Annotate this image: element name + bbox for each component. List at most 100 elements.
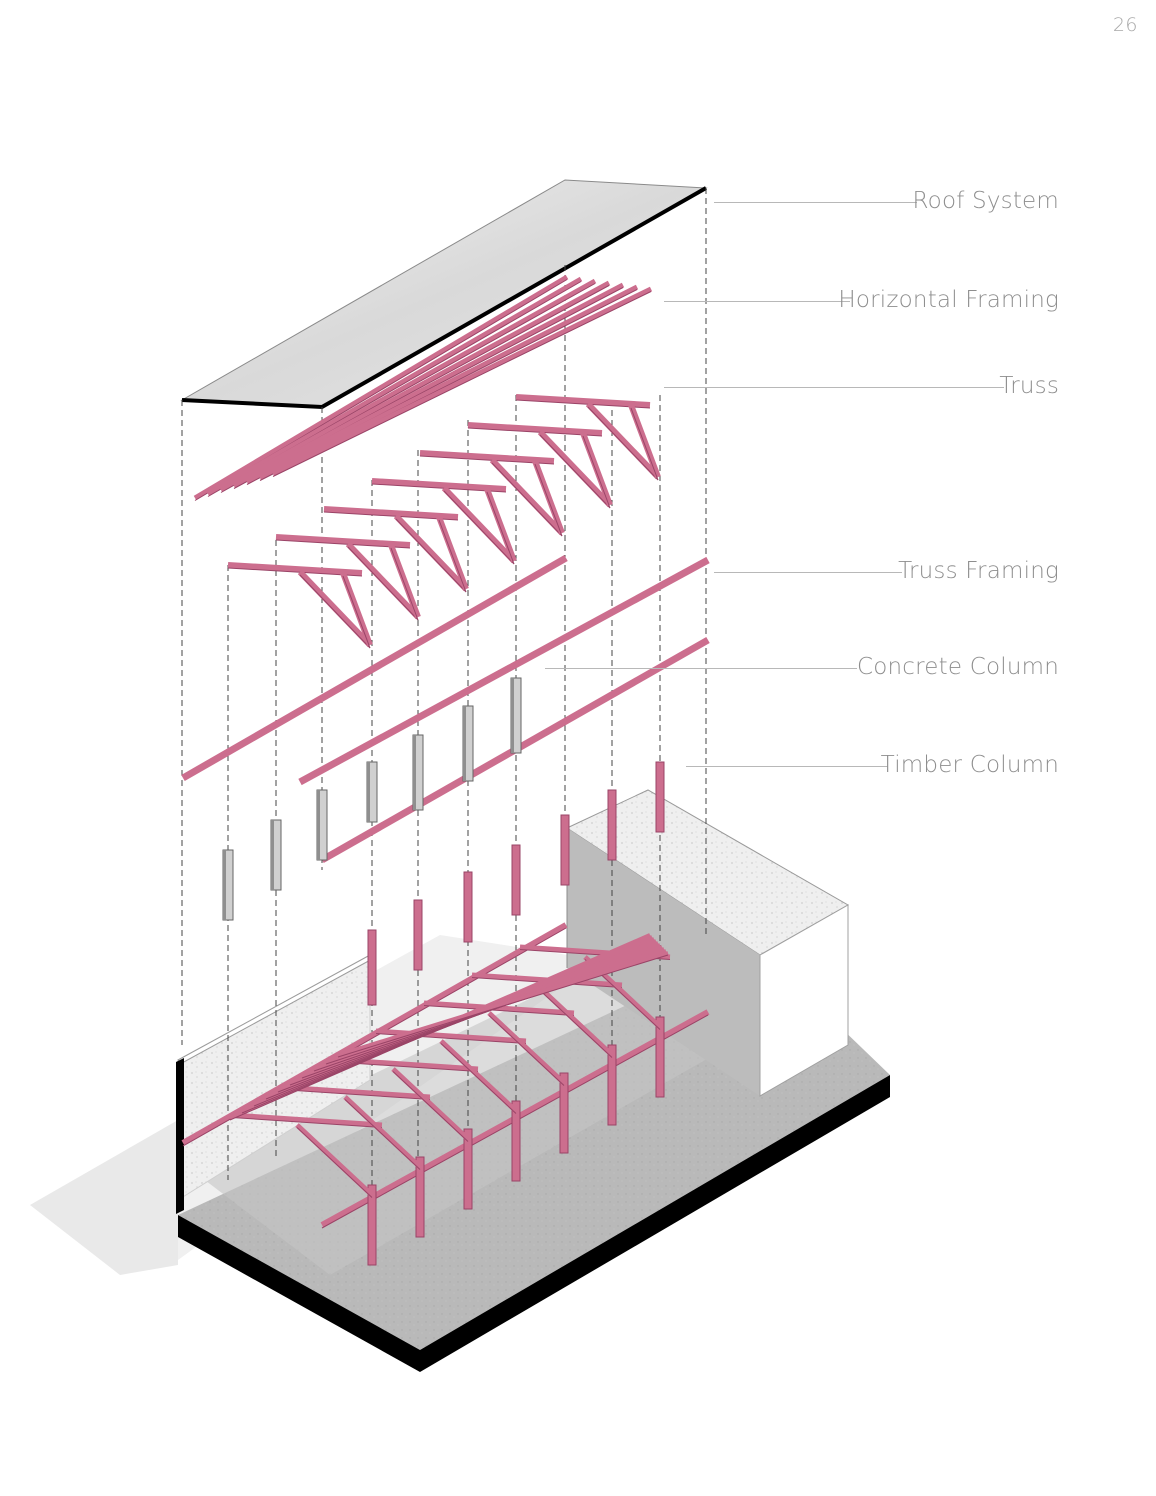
assembled-diagonal-3-edge bbox=[440, 1043, 517, 1114]
truss-diagonal-5-edge bbox=[539, 434, 611, 509]
assembled-diagonal-2-edge bbox=[392, 1071, 469, 1142]
leader-roof-system bbox=[714, 202, 917, 203]
truss-strut-0 bbox=[340, 571, 373, 647]
label-horizontal-framing: Horizontal Framing bbox=[838, 287, 1059, 313]
concrete-column-shade-1 bbox=[271, 820, 274, 890]
truss-top-chord-5-edge bbox=[467, 427, 603, 437]
truss-diagonal-0-edge bbox=[299, 574, 371, 649]
assembled-column-1 bbox=[415, 1156, 425, 1238]
leader-truss-framing bbox=[714, 572, 902, 573]
truss-strut-4-edge bbox=[534, 463, 563, 537]
truss-diagonal-6 bbox=[585, 401, 661, 480]
concrete-column-shade-6 bbox=[511, 678, 514, 753]
purlin-0 bbox=[193, 274, 569, 501]
assembled-diagonal-1 bbox=[343, 1095, 422, 1169]
concrete-column-shade-5 bbox=[463, 706, 466, 781]
leader-truss bbox=[664, 387, 1004, 388]
assembled-diagonal-2 bbox=[391, 1067, 470, 1141]
block-side-shadowed bbox=[567, 828, 760, 1096]
purlin-6-edge bbox=[272, 291, 652, 477]
leader-concrete-column bbox=[545, 668, 857, 669]
assembled-chord-4-edge bbox=[423, 1005, 575, 1016]
truss-diagonal-5 bbox=[537, 429, 613, 508]
concrete-block bbox=[565, 789, 850, 1097]
truss-top-chord-0-edge bbox=[227, 567, 363, 577]
truss-top-chord-3-edge bbox=[371, 483, 507, 493]
purlin-3 bbox=[232, 280, 611, 489]
assembled-chord-1-edge bbox=[279, 1089, 431, 1100]
assembled-column-6 bbox=[655, 1016, 665, 1098]
assembled-diagonal-4-edge bbox=[488, 1015, 565, 1086]
assembled-purlin-9-edge bbox=[337, 954, 669, 1058]
assembled-diagonal-4 bbox=[487, 1011, 566, 1085]
page-number: 26 bbox=[1112, 14, 1138, 36]
timber-column-0 bbox=[367, 929, 377, 1006]
truss-top-chord-1 bbox=[275, 534, 411, 548]
truss-top-chord-2-edge bbox=[323, 511, 459, 521]
slab-side-edge bbox=[420, 1075, 890, 1372]
timber-column-2 bbox=[463, 871, 473, 943]
purlin-1 bbox=[206, 276, 583, 497]
truss-2 bbox=[323, 506, 469, 593]
truss-5 bbox=[467, 422, 613, 509]
label-truss: Truss bbox=[999, 373, 1059, 399]
concrete-column-shade-0 bbox=[223, 850, 226, 920]
concrete-columns bbox=[222, 677, 522, 921]
truss-strut-6 bbox=[628, 403, 661, 479]
purlin-2 bbox=[219, 278, 597, 493]
assembled-column-4 bbox=[559, 1072, 569, 1154]
truss-top-chord-6 bbox=[515, 394, 651, 408]
truss-strut-5-edge bbox=[582, 435, 611, 509]
truss-top-chord-3 bbox=[371, 478, 507, 492]
assembled-column-5 bbox=[607, 1044, 617, 1126]
timber-column-4 bbox=[560, 814, 570, 886]
timber-columns bbox=[367, 761, 665, 1006]
assembled-diagonal-5-edge bbox=[536, 987, 613, 1058]
truss-diagonal-2-edge bbox=[395, 518, 467, 593]
truss-top-chord-1-edge bbox=[275, 539, 411, 549]
truss-4 bbox=[419, 450, 565, 537]
assembled-diagonal-0-edge bbox=[296, 1127, 373, 1198]
assembled-chord-1 bbox=[279, 1084, 431, 1100]
concrete-column-shade-4 bbox=[413, 735, 416, 810]
purlin-5 bbox=[258, 284, 639, 481]
label-roof-system: Roof System bbox=[912, 188, 1059, 214]
timber-column-5 bbox=[607, 789, 617, 861]
assembled-purlin-9 bbox=[337, 951, 669, 1057]
purlin-4 bbox=[245, 282, 625, 485]
truss-framing-beam-a bbox=[181, 554, 568, 782]
truss-top-chord-2 bbox=[323, 506, 459, 520]
truss-top-chord-5 bbox=[467, 422, 603, 436]
assembled-chord-3 bbox=[375, 1028, 527, 1044]
truss-diagonal-4 bbox=[489, 457, 565, 536]
inner-floor bbox=[185, 960, 740, 1275]
truss-top-chord-0 bbox=[227, 562, 363, 576]
truss-diagonal-3-edge bbox=[443, 490, 515, 565]
truss-strut-1 bbox=[388, 543, 421, 619]
truss-framing-beam-b bbox=[298, 556, 710, 786]
truss-diagonal-2 bbox=[393, 513, 469, 592]
label-concrete-column: Concrete Column bbox=[856, 654, 1059, 680]
truss-top-chord-4 bbox=[419, 450, 555, 464]
assembled-beam-a bbox=[181, 922, 568, 1146]
truss-strut-2 bbox=[436, 515, 469, 591]
assembled-diagonal-3 bbox=[439, 1039, 518, 1113]
trusses bbox=[227, 394, 661, 649]
block-front bbox=[759, 904, 849, 1097]
truss-strut-5 bbox=[580, 431, 613, 507]
leader-timber-column bbox=[686, 766, 888, 767]
timber-column-6 bbox=[655, 761, 665, 833]
truss-top-chord-6-edge bbox=[515, 399, 651, 409]
truss-strut-4 bbox=[532, 459, 565, 535]
truss-diagonal-4-edge bbox=[491, 462, 563, 537]
truss-diagonal-3 bbox=[441, 485, 517, 564]
assembled-diagonal-0 bbox=[295, 1123, 374, 1197]
truss-diagonal-1-edge bbox=[347, 546, 419, 621]
leader-horizontal-framing bbox=[664, 301, 850, 302]
assembled-column-2 bbox=[463, 1128, 473, 1210]
truss-diagonal-1 bbox=[345, 541, 421, 620]
concrete-column-shade-2 bbox=[317, 790, 320, 860]
purlin-6 bbox=[271, 286, 653, 477]
truss-0 bbox=[227, 562, 373, 649]
